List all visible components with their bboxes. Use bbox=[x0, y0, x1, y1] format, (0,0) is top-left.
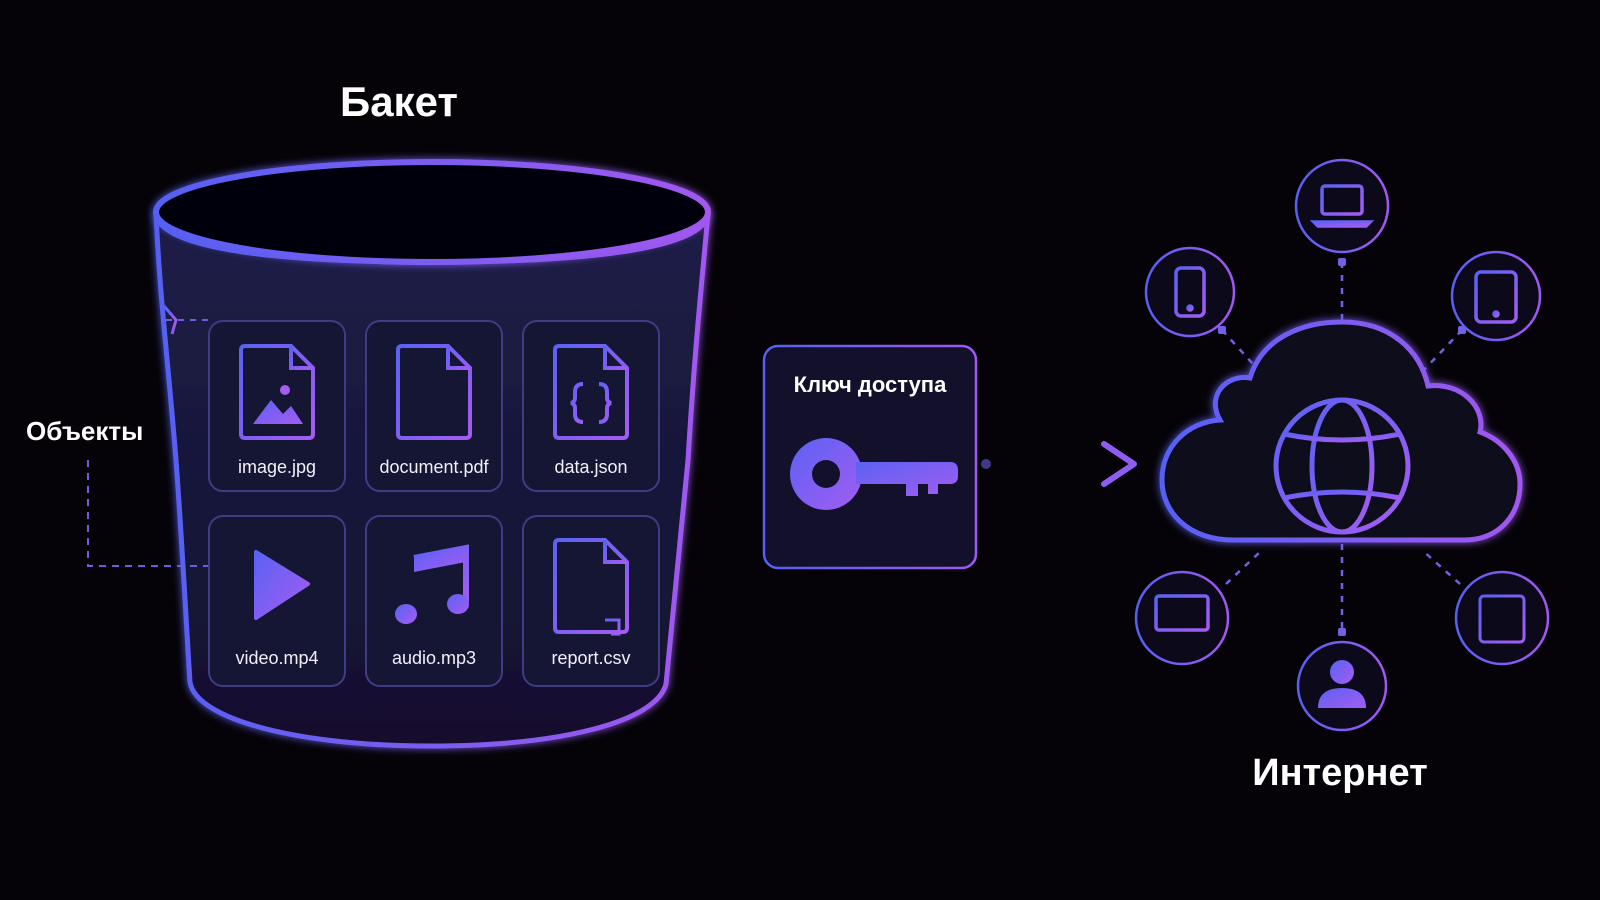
access-key-panel bbox=[762, 344, 978, 570]
bucket-seam bbox=[162, 305, 178, 335]
bucket-rim bbox=[153, 159, 711, 265]
file-name: data.json bbox=[554, 457, 628, 477]
json-file-icon bbox=[553, 344, 629, 440]
user-icon bbox=[1318, 660, 1366, 708]
device-laptop[interactable] bbox=[1294, 158, 1390, 254]
access-key-title: Ключ доступа bbox=[793, 372, 947, 397]
file-name: report.csv bbox=[551, 648, 631, 668]
file-name: audio.mp3 bbox=[391, 648, 477, 668]
key-icon bbox=[790, 438, 958, 510]
laptop-icon bbox=[1309, 184, 1375, 228]
device-server[interactable] bbox=[1454, 570, 1550, 666]
connector-dots bbox=[1218, 258, 1466, 636]
device-smartphone[interactable] bbox=[1144, 246, 1236, 338]
desktop-monitor-icon bbox=[1154, 594, 1210, 644]
file-name: video.mp4 bbox=[235, 648, 319, 668]
objects-connector bbox=[87, 460, 210, 567]
globe-icon bbox=[1273, 397, 1411, 535]
device-desktop[interactable] bbox=[1134, 570, 1230, 666]
device-connectors bbox=[1221, 262, 1463, 632]
device-user[interactable] bbox=[1296, 640, 1388, 732]
music-note-icon bbox=[395, 544, 469, 624]
server-icon bbox=[1478, 594, 1526, 644]
bucket-title: Бакет bbox=[340, 78, 458, 125]
image-file-icon bbox=[239, 344, 315, 440]
smartphone-icon bbox=[1174, 266, 1206, 318]
device-tablet[interactable] bbox=[1450, 250, 1542, 342]
file-name: image.jpg bbox=[237, 457, 317, 477]
arrow-to-internet bbox=[981, 441, 1137, 487]
internet-title: Интернет bbox=[1252, 752, 1428, 794]
play-icon bbox=[254, 550, 310, 620]
tablet-icon bbox=[1474, 270, 1518, 324]
file-name: document.pdf bbox=[379, 457, 489, 477]
document-file-icon bbox=[396, 344, 472, 440]
report-file-icon bbox=[553, 538, 629, 636]
objects-label: Объекты bbox=[26, 416, 144, 446]
